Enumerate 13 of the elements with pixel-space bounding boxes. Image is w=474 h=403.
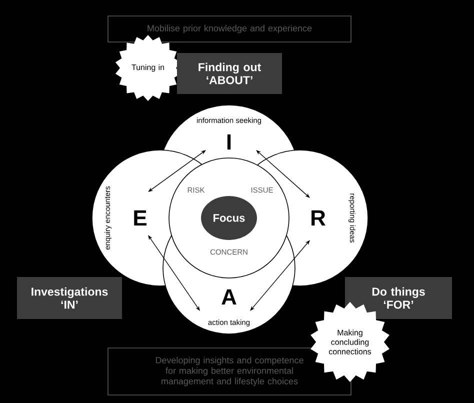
letter: R (312, 210, 326, 226)
label-box: Finding out ‘ABOUT’ (177, 53, 282, 94)
letter: I (227, 134, 231, 150)
arrow (250, 240, 310, 311)
arrow (148, 235, 200, 311)
arrow (148, 150, 206, 192)
arrow (256, 150, 310, 198)
letter: E (134, 210, 146, 226)
starburst: Tuning in (115, 34, 181, 102)
label-box: Do things ‘FOR’ (345, 277, 452, 319)
text-box: Mobilise prior knowledge and experience (108, 16, 352, 42)
letter: A (222, 289, 236, 305)
label-box: Investigations ‘IN’ (17, 277, 122, 319)
